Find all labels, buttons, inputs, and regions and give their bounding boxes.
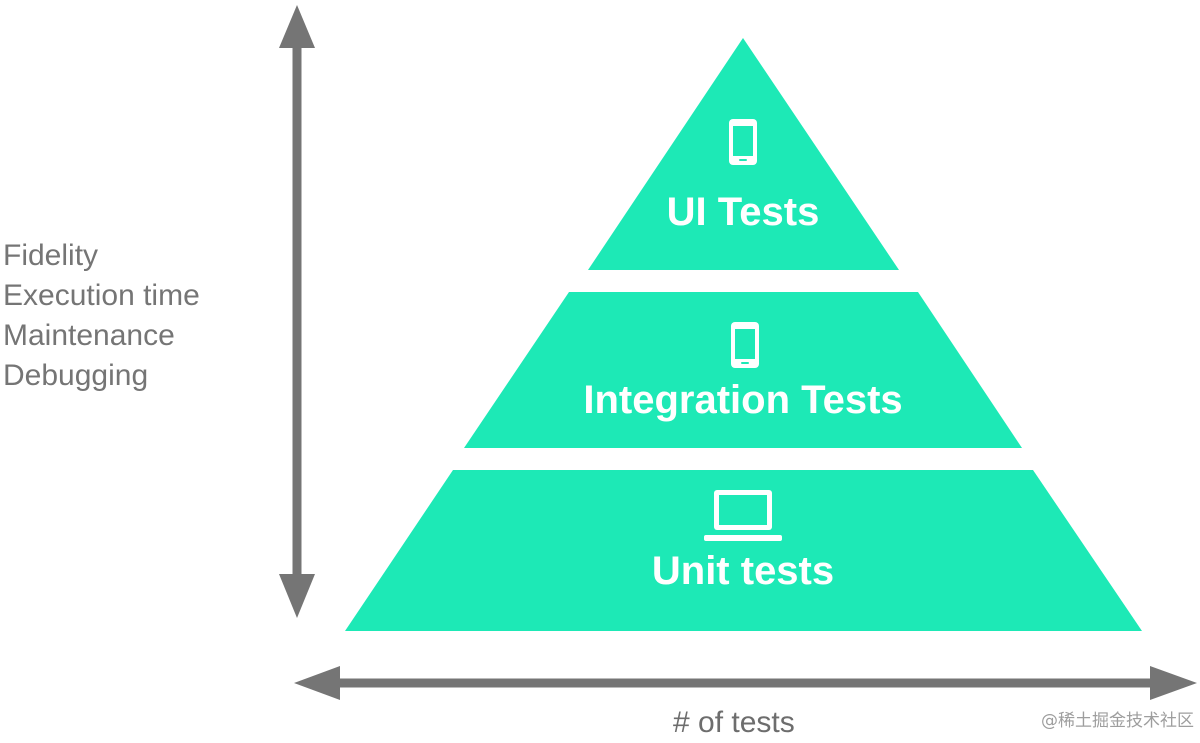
tier-label-unit-tests: Unit tests xyxy=(652,549,834,593)
tier-label-integration-tests: Integration Tests xyxy=(583,378,902,422)
vertical-axis-arrowhead-up xyxy=(279,5,315,48)
pyramid-tier-bottom xyxy=(345,470,1142,631)
smartphone-icon xyxy=(729,119,757,165)
x-axis-label: # of tests xyxy=(673,706,795,739)
horizontal-axis-arrow xyxy=(294,666,1197,700)
laptop-icon xyxy=(704,490,782,541)
metric-debugging: Debugging xyxy=(3,359,149,392)
vertical-axis-arrowhead-down xyxy=(279,574,315,618)
metric-execution-time: Execution time xyxy=(3,279,200,312)
smartphone-icon xyxy=(731,322,759,368)
tier-label-ui-tests: UI Tests xyxy=(667,190,820,234)
metric-maintenance: Maintenance xyxy=(3,319,175,352)
horizontal-axis-arrowhead-right xyxy=(1150,666,1197,700)
metric-fidelity: Fidelity xyxy=(3,239,99,272)
pyramid-tier-middle xyxy=(464,292,1022,448)
metric-list: Fidelity Execution time Maintenance Debu… xyxy=(3,236,200,396)
vertical-axis-arrow xyxy=(279,5,315,618)
watermark: @稀土掘金技术社区 xyxy=(1041,711,1194,731)
horizontal-axis-arrowhead-left xyxy=(294,666,340,700)
